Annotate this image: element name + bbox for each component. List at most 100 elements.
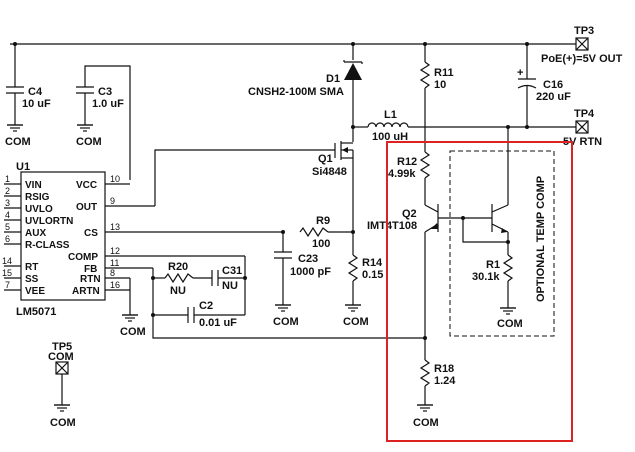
ground-label: COM — [413, 417, 439, 429]
r12-ref: R12 — [397, 156, 417, 168]
c16-value: 220 uF — [536, 91, 571, 103]
c3-value: 1.0 uF — [92, 98, 124, 110]
resistor-r9: R9 100 — [281, 215, 355, 250]
resistor-r12: R12 4.99k — [388, 151, 431, 205]
svg-text:VCC: VCC — [76, 180, 97, 191]
u1-part: LM5071 — [16, 306, 56, 318]
svg-text:9: 9 — [110, 196, 115, 206]
ground-label: COM — [76, 136, 102, 148]
svg-text:3: 3 — [5, 198, 10, 208]
capacitor-c3: C3 1.0 uF COM — [76, 65, 131, 180]
svg-text:AUX: AUX — [25, 228, 46, 239]
svg-text:SS: SS — [25, 274, 39, 285]
ground-icon — [344, 304, 362, 312]
resistor-r11: R11 10 — [419, 44, 454, 152]
r11-value: 10 — [434, 79, 446, 91]
resistor-r14: R14 0.15 COM — [343, 254, 383, 328]
svg-text:CS: CS — [84, 228, 98, 239]
q2-value: IMT4T108 — [367, 220, 417, 232]
d1-ref: D1 — [326, 73, 340, 85]
c2-value: 0.01 uF — [199, 317, 237, 329]
transistor-q2: Q2 IMT4T108 — [367, 127, 510, 360]
c4-ref: C4 — [28, 86, 43, 98]
ground-icon — [274, 304, 292, 312]
svg-text:10: 10 — [110, 174, 120, 184]
c2-ref: C2 — [199, 300, 213, 312]
testpoint-tp3: TP3 PoE(+)=5V OUT — [541, 25, 623, 65]
diode-d1: D1 CNSH2-100M SMA — [248, 44, 363, 142]
tp5-ref: TP5 — [52, 341, 72, 353]
u1-pin: 6R-CLASS — [4, 234, 70, 251]
c31-value: NU — [222, 280, 238, 292]
svg-text:7: 7 — [5, 280, 10, 290]
r1-value: 30.1k — [472, 271, 500, 283]
c16-polarity: + — [517, 67, 523, 79]
r12-value: 4.99k — [388, 168, 416, 180]
svg-text:6: 6 — [5, 234, 10, 244]
top-rail — [10, 42, 576, 46]
svg-text:UVLORTN: UVLORTN — [25, 216, 73, 227]
inductor-l1: L1 100 uH — [353, 109, 576, 143]
c3-ref: C3 — [98, 86, 112, 98]
resistor-r18: R18 1.24 COM — [413, 359, 456, 429]
svg-text:4: 4 — [5, 210, 10, 220]
resistor-r1: R1 30.1k COM — [472, 254, 523, 330]
c31-ref: C31 — [222, 265, 242, 277]
svg-text:RSIG: RSIG — [25, 192, 50, 203]
svg-text:FB: FB — [84, 264, 97, 275]
svg-text:COMP: COMP — [68, 252, 98, 263]
ground-icon — [6, 124, 24, 132]
svg-text:15: 15 — [2, 268, 12, 278]
c23-ref: C23 — [298, 253, 318, 265]
q1-value: Si4848 — [312, 166, 347, 178]
ground-label: COM — [120, 326, 146, 338]
l1-value: 100 uH — [372, 131, 408, 143]
ground-label: COM — [343, 316, 369, 328]
svg-text:11: 11 — [110, 258, 119, 268]
u1-ref: U1 — [16, 161, 30, 173]
tp3-label: PoE(+)=5V OUT — [541, 53, 623, 65]
c16-ref: C16 — [543, 79, 563, 91]
optional-box-label: OPTIONAL TEMP COMP — [535, 176, 547, 302]
svg-text:VIN: VIN — [25, 180, 42, 191]
capacitor-c4: C4 10 uF COM — [5, 44, 51, 148]
ground-label: COM — [5, 136, 31, 148]
ground-icon — [416, 404, 434, 412]
ground-label: COM — [273, 316, 299, 328]
highlight-box — [386, 141, 573, 442]
svg-text:5: 5 — [5, 222, 10, 232]
svg-text:RT: RT — [25, 262, 38, 273]
ground-icon — [76, 124, 94, 132]
c4-value: 10 uF — [22, 98, 51, 110]
q2-ref: Q2 — [402, 208, 417, 220]
tp3-ref: TP3 — [574, 25, 594, 37]
svg-text:8: 8 — [110, 268, 115, 278]
r14-value: 0.15 — [362, 269, 383, 281]
r18-value: 1.24 — [434, 375, 456, 387]
svg-text:UVLO: UVLO — [25, 204, 53, 215]
tp4-ref: TP4 — [574, 108, 595, 120]
d1-value: CNSH2-100M SMA — [248, 86, 344, 98]
svg-text:ARTN: ARTN — [72, 286, 100, 297]
r14-ref: R14 — [362, 257, 383, 269]
compensation-network: R20 NU C31 NU C2 0.01 uF — [151, 256, 427, 340]
r18-ref: R18 — [434, 363, 454, 375]
c23-value: 1000 pF — [290, 266, 331, 278]
svg-text:14: 14 — [2, 256, 12, 266]
svg-text:OUT: OUT — [76, 202, 97, 213]
capacitor-c23: C23 1000 pF COM — [273, 232, 331, 328]
